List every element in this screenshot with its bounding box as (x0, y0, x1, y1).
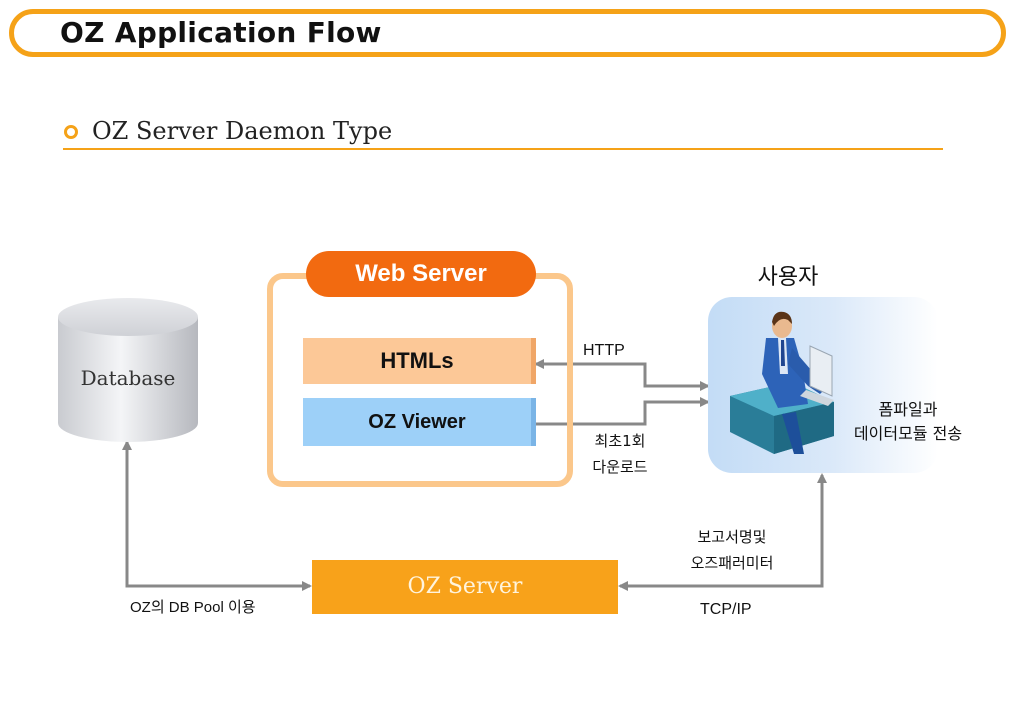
report-label: 보고서명및 오즈패러미터 (672, 524, 792, 576)
download-label-line1: 최초1회 (594, 432, 646, 450)
oz-viewer-box: OZ Viewer (303, 398, 536, 446)
download-arrow (536, 397, 710, 426)
user-description-line1: 폼파일과 (878, 400, 938, 419)
web-server-label: Web Server (306, 251, 536, 297)
database-label: Database (80, 366, 176, 390)
download-label-line2: 다운로드 (592, 458, 648, 476)
user-icon (730, 311, 834, 454)
db-arrow-to-server (125, 460, 312, 591)
download-label: 최초1회 다운로드 (580, 428, 660, 480)
subtitle-underline (63, 148, 943, 150)
database-icon (58, 298, 198, 442)
http-label: HTTP (583, 342, 625, 359)
oz-server-box: OZ Server (312, 560, 618, 614)
user-description-line2: 데이터모듈 전송 (853, 424, 963, 443)
bullet-icon (64, 125, 78, 139)
title-bar (9, 9, 1006, 57)
report-label-line1: 보고서명및 (697, 528, 767, 546)
section-subtitle: OZ Server Daemon Type (92, 117, 393, 145)
user-title: 사용자 (757, 265, 819, 290)
user-description: 폼파일과 데이터모듈 전송 (838, 398, 978, 446)
page-title: OZ Application Flow (60, 16, 382, 49)
tcp-arrow-to-server (618, 500, 824, 591)
htmls-box: HTMLs (303, 338, 536, 384)
tcp-label: TCP/IP (700, 601, 752, 618)
db-pool-label: OZ의 DB Pool 이용 (130, 599, 256, 616)
report-label-line2: 오즈패러미터 (690, 554, 774, 572)
